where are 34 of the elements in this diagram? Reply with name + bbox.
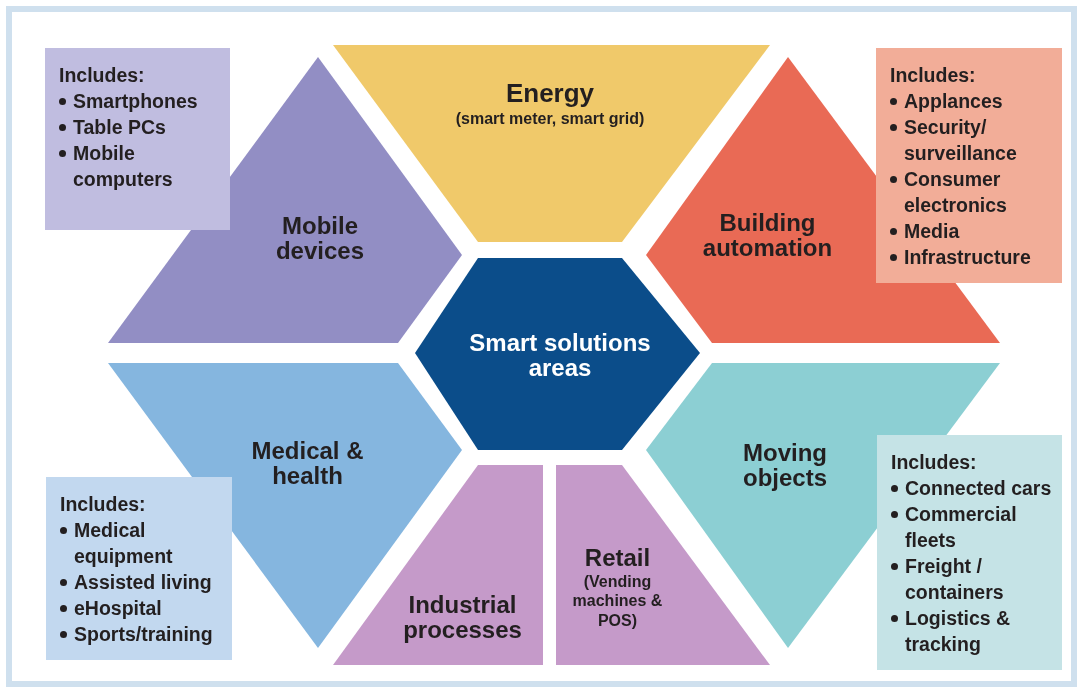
includes-box: [877, 435, 1062, 670]
segment-subtitle: (smart meter, smart grid): [455, 109, 645, 129]
segment-title: Energy: [505, 80, 595, 108]
segment-title: Moving objects: [742, 440, 828, 491]
segment-title: Retail: [584, 545, 651, 571]
bullet-item: Assisted living: [74, 571, 212, 593]
segment-title: Medical & health: [250, 438, 365, 489]
bullet-item: Sports/training: [74, 623, 213, 645]
segment-subtitle: (Vending machines & POS): [571, 572, 664, 630]
bullet-item: Mobile computers: [73, 142, 173, 190]
includes-box: [876, 48, 1062, 283]
box-heading: Includes:: [60, 492, 147, 517]
bullet-item: Table PCs: [73, 116, 166, 138]
bullet-item: Applances: [904, 90, 1003, 112]
bullet-item: Logistics & tracking: [905, 607, 1011, 655]
bullet-item: Consumer electronics: [904, 168, 1007, 216]
segment-title: Building automation: [701, 210, 834, 261]
includes-box: [45, 48, 230, 230]
bullet-item: Commercial fleets: [905, 503, 1017, 551]
bullet-item: Smartphones: [73, 90, 198, 112]
bullet-item: Media: [904, 220, 960, 242]
segment-title: Mobile devices: [274, 213, 366, 264]
bullet-item: Freight / containers: [905, 555, 1004, 603]
bullet-item: Security/ surveillance: [904, 116, 1017, 164]
segment-title: Smart solutions areas: [468, 330, 652, 381]
includes-box: [46, 477, 232, 660]
box-heading: Includes:: [890, 63, 977, 88]
bullet-item: Medical equipment: [74, 519, 173, 567]
segment-title: Industrial processes: [402, 592, 523, 643]
box-heading: Includes:: [59, 63, 146, 88]
bullet-item: Infrastructure: [904, 246, 1031, 268]
bullet-item: Connected cars: [905, 477, 1052, 499]
box-heading: Includes:: [891, 450, 978, 475]
bullet-item: eHospital: [74, 597, 162, 619]
